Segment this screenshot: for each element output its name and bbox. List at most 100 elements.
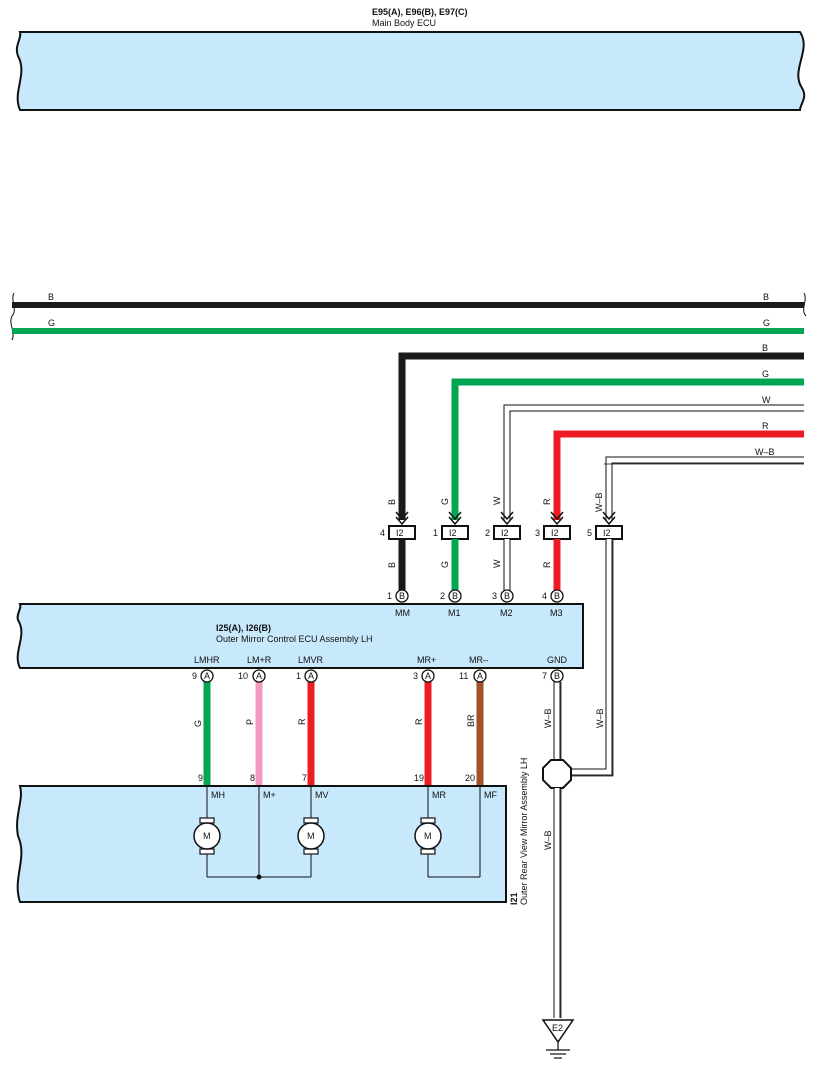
pin-number: 3 (413, 671, 418, 681)
i2-connector-pin: 5 (587, 528, 592, 538)
pin-number: 11 (459, 671, 468, 681)
i2-connector-pin: 2 (485, 528, 490, 538)
mirror-ecu: I25(A), I26(B) Outer Mirror Control ECU … (16, 589, 584, 669)
i2-connector-pin: 3 (535, 528, 540, 538)
junction-connector (542, 759, 572, 789)
wb-ground-feed-wire: W–B (571, 539, 614, 777)
i2-wire-above-label: R (542, 498, 552, 505)
wire-label-r1: R (297, 718, 307, 725)
pin-connector: A (256, 671, 262, 681)
branch-wire-b-label: B (762, 343, 768, 353)
mirror-ecu-name: Outer Mirror Control ECU Assembly LH (216, 634, 373, 644)
pin-number: 2 (440, 591, 445, 601)
mirror-assembly-code: I21 (509, 892, 519, 905)
i2-wire-above-label: W–B (594, 492, 604, 512)
i2-wire-above-label: G (440, 498, 450, 505)
branch-wire-r-label: R (762, 421, 769, 431)
motor-mr: M (414, 817, 442, 855)
motor-mh: M (193, 817, 221, 855)
i2-connectors: B I2 4 B G I2 1 G W I2 2 (380, 492, 623, 592)
mirror-pin-label-mh: MH (211, 790, 225, 800)
mirror-ecu-top-pin-m2: 3 B M2 (492, 589, 514, 618)
i2-connector-pin-3: R I2 3 R (535, 498, 571, 592)
bus-wire-g-left-label: G (48, 318, 55, 328)
ground-point (541, 1019, 575, 1044)
pin-connector: A (204, 671, 210, 681)
wire-label-wb-lower: W–B (543, 830, 553, 850)
pin-connector: B (399, 591, 405, 601)
pin-connector: B (554, 591, 560, 601)
i2-wire-below-label: G (440, 561, 450, 568)
mirror-ecu-top-pin-mm: 1 B MM (387, 589, 410, 618)
pin-label-mrm: MR– (469, 655, 488, 665)
i2-connector-pin-1: G I2 1 G (433, 498, 469, 592)
pin-number: 3 (492, 591, 497, 601)
i2-connector-pin: 4 (380, 528, 385, 538)
mirror-ecu-bottom-pin-mrp: 3 A (413, 669, 435, 683)
mirror-pin-number-mf: 20 (465, 773, 475, 783)
i2-connector-name: I2 (396, 528, 404, 538)
branch-wire-g (451, 378, 804, 520)
i2-wire-below-label: R (542, 561, 552, 568)
main-body-ecu-connectors: E95(A), E96(B), E97(C) (372, 7, 468, 17)
mirror-pin-label-mr: MR (432, 790, 446, 800)
i2-connector-pin: 1 (433, 528, 438, 538)
motor-symbol: M (203, 831, 211, 841)
pin-label: M1 (448, 608, 461, 618)
mirror-pin-label-mv: MV (315, 790, 329, 800)
ecu-to-mirror-wires: G P R R BR W–B 9 A 10 A 1 A 3 A 11 (192, 669, 564, 786)
wire-label-p: P (245, 719, 255, 725)
mirror-ecu-top-pin-m1: 2 B M1 (440, 589, 462, 618)
branch-wire-g-label: G (762, 369, 769, 379)
branch-wire-r (553, 430, 804, 520)
mirror-internal-wiring (206, 786, 481, 878)
motor-mv: M (297, 817, 325, 855)
pin-label-lmhr: LMHR (194, 655, 220, 665)
pin-connector: B (452, 591, 458, 601)
pin-label-lmvr: LMVR (298, 655, 324, 665)
mirror-assembly: 9 8 7 19 20 MH M+ MV MR MF M (16, 758, 529, 905)
pin-label: MM (395, 608, 410, 618)
branch-wire-wb-label: W–B (755, 447, 775, 457)
ground-point-label: E2 (552, 1023, 563, 1033)
mirror-assembly-name: Outer Rear View Mirror Assembly LH (519, 758, 529, 905)
pin-label-lmpr: LM+R (247, 655, 272, 665)
i2-connector-pin-2: W I2 2 W (485, 496, 521, 592)
mirror-pin-number-mplus: 8 (250, 773, 255, 783)
mirror-ecu-bottom-pin-gnd: 7 B (542, 669, 564, 683)
i2-connector-name: I2 (449, 528, 457, 538)
motor-symbol: M (307, 831, 315, 841)
pin-connector: A (425, 671, 431, 681)
branch-wire-b (398, 352, 804, 520)
mirror-ecu-top-pin-m3: 4 B M3 (542, 589, 564, 618)
pin-connector: B (554, 671, 560, 681)
pin-connector: A (477, 671, 483, 681)
motor-symbol: M (424, 831, 432, 841)
wire-label-wb-upper: W–B (543, 708, 553, 728)
branch-wires: B G W R W–B (398, 343, 804, 520)
pin-number: 10 (238, 671, 248, 681)
i2-wire-above-label: W (492, 496, 502, 505)
pin-label-mrp: MR+ (417, 655, 436, 665)
pin-connector: A (308, 671, 314, 681)
main-body-ecu-name: Main Body ECU (372, 18, 436, 28)
wire-label-g: G (193, 720, 203, 727)
mirror-ecu-bottom-pin-lmhr: 9 A (192, 669, 214, 683)
pin-number: 7 (542, 671, 547, 681)
pin-label: M3 (550, 608, 563, 618)
mirror-ecu-bottom-pin-mrm: 11 A (459, 669, 487, 683)
branch-wire-wb (606, 457, 804, 520)
i2-connector-pin-5: W–B I2 5 (587, 492, 623, 540)
mirror-pin-number-mv: 7 (302, 773, 307, 783)
mirror-ecu-connectors: I25(A), I26(B) (216, 623, 271, 633)
bus-wire-b-right-label: B (763, 292, 769, 302)
main-body-ecu: E95(A), E96(B), E97(C) Main Body ECU (15, 7, 806, 111)
mirror-pin-label-mf: MF (484, 790, 497, 800)
branch-wire-w-label: W (762, 395, 771, 405)
mirror-pin-label-mplus: M+ (263, 790, 276, 800)
mirror-ecu-bottom-pin-lmpr: 10 A (238, 669, 266, 683)
bus-wires: B B G G (10, 292, 807, 341)
pin-number: 1 (387, 591, 392, 601)
i2-wire-below-label: B (387, 562, 397, 568)
wire-label-br: BR (466, 714, 476, 727)
